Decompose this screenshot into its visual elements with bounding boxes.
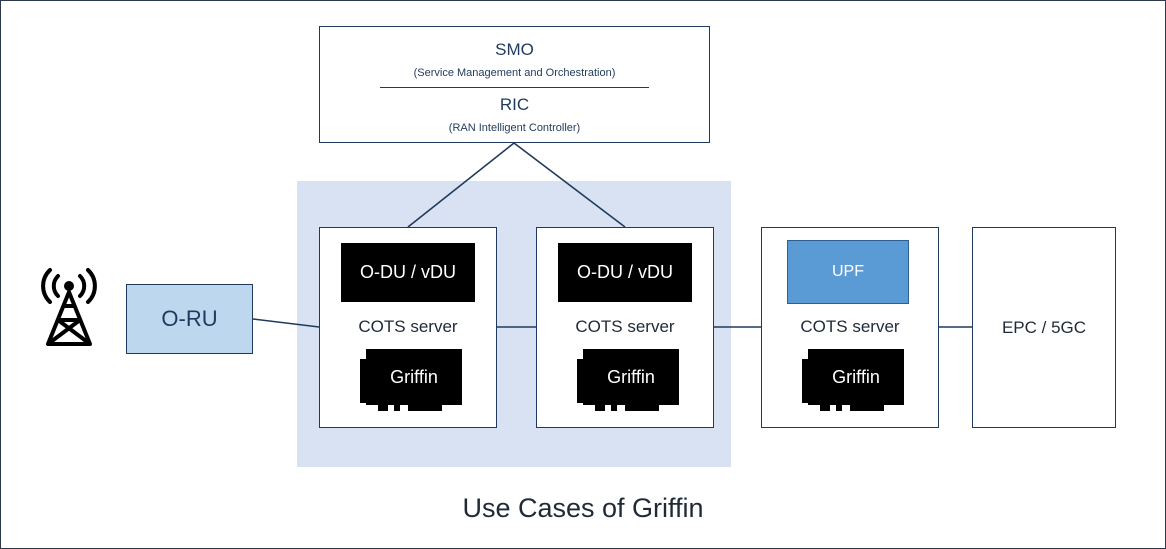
server-label: COTS server <box>800 317 900 336</box>
cots-server-3: UPF COTS server Griffin <box>761 227 939 428</box>
o-ru-box: O-RU <box>126 284 253 354</box>
griffin-card: Griffin <box>577 349 681 411</box>
upf-block: UPF <box>787 240 909 304</box>
smo-subtitle: (Service Management and Orchestration) <box>413 67 616 79</box>
ric-title: RIC <box>499 95 530 114</box>
ric-subtitle: (RAN Intelligent Controller) <box>448 122 581 134</box>
card-bracket <box>577 359 584 403</box>
card-pin <box>820 405 830 411</box>
radio-tower-icon <box>41 268 97 346</box>
cots-server-2: O-DU / vDU COTS server Griffin <box>536 227 714 428</box>
griffin-card-label: Griffin <box>583 349 679 405</box>
smo-title: SMO <box>495 40 534 59</box>
epc-5gc-label: EPC / 5GC <box>1001 317 1087 337</box>
o-du-vdu-block: O-DU / vDU <box>558 243 692 302</box>
card-pin <box>850 405 884 411</box>
card-bracket <box>802 359 809 403</box>
cots-server-1: O-DU / vDU COTS server Griffin <box>319 227 497 428</box>
card-pin <box>836 405 842 411</box>
server-label: COTS server <box>358 317 458 336</box>
card-bracket <box>360 359 367 403</box>
card-pin <box>611 405 617 411</box>
card-pin <box>378 405 388 411</box>
griffin-card-label: Griffin <box>808 349 904 405</box>
epc-5gc-box: EPC / 5GC <box>972 227 1116 428</box>
server-label: COTS server <box>575 317 675 336</box>
card-pin <box>394 405 400 411</box>
o-du-vdu-block: O-DU / vDU <box>341 243 475 302</box>
card-pin <box>625 405 659 411</box>
griffin-card: Griffin <box>802 349 906 411</box>
griffin-card-label: Griffin <box>366 349 462 405</box>
smo-ric-divider <box>380 87 649 88</box>
smo-ric-box: SMO (Service Management and Orchestratio… <box>319 26 710 143</box>
card-pin <box>408 405 442 411</box>
diagram-caption: Use Cases of Griffin <box>462 493 704 523</box>
card-pin <box>595 405 605 411</box>
griffin-card: Griffin <box>360 349 464 411</box>
